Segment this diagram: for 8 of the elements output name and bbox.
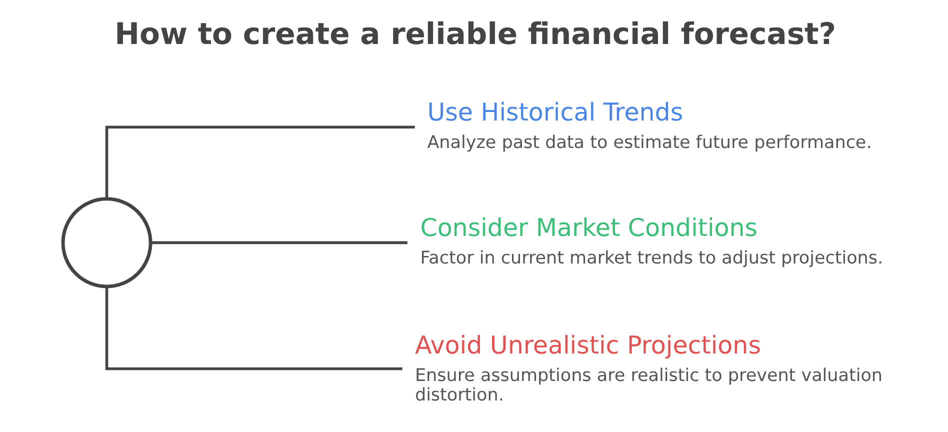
connector [104, 126, 414, 198]
node-circle [60, 197, 152, 288]
diagram-title: How to create a reliable financial forecast? [114, 17, 836, 52]
connector [150, 241, 407, 244]
node-text: Use Historical Trends Analyze past data to estimate future performance. [426, 97, 872, 154]
node-text: Consider Market Conditions Factor in current market trends to adjust projections. [420, 213, 883, 269]
node-text: Avoid Unrealistic Projections Ensure assumptions are realistic to prevent valuation distortion. [414, 330, 882, 406]
connector [104, 286, 402, 370]
